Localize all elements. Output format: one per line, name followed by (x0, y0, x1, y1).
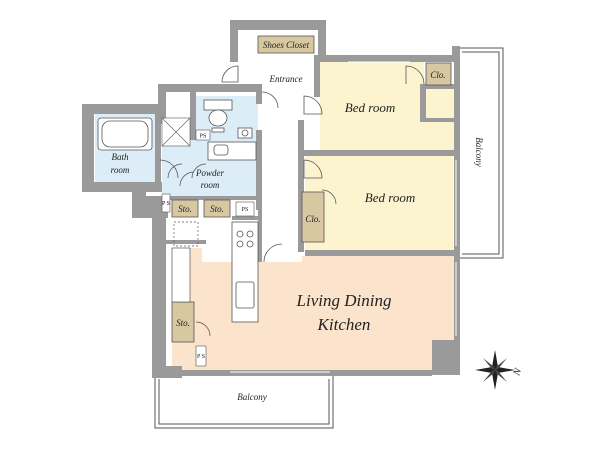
toilet-sink (237, 127, 253, 139)
balcony-bottom-label: Balcony (237, 392, 267, 402)
ldk-label-line1: Living Dining (296, 291, 392, 310)
bath-label-line2: room (111, 165, 130, 175)
kitchen-counter-left (171, 247, 191, 303)
vanity (207, 141, 257, 161)
pipe-spaces (161, 129, 255, 367)
shoes-closet-label: Shoes Closet (263, 40, 310, 50)
ldk-label-line2: Kitchen (317, 315, 371, 334)
bedroom-1-floor-b (424, 84, 454, 150)
windows (230, 61, 457, 373)
entrance-floor (258, 52, 320, 98)
bedroom-2-label: Bed room (365, 190, 415, 205)
fridge-space (173, 221, 199, 247)
closet-2: Clo. (301, 191, 325, 243)
balcony-right-label: Balcony (474, 137, 484, 167)
entrance-label: Entrance (269, 74, 303, 84)
ps-2-label: PS (242, 207, 249, 213)
ps-1-label: PS (200, 134, 207, 140)
powder-label-line2: room (201, 180, 220, 190)
closet-2-label: Clo. (305, 214, 320, 224)
storage-3: Sto. (171, 301, 195, 343)
balcony-right (458, 47, 504, 259)
storage-1: Sto. (171, 199, 199, 218)
hallway-floor (258, 86, 302, 262)
storage-2-label: Sto. (210, 204, 224, 214)
bath-label-line1: Bath (112, 152, 129, 162)
closet-1: Clo. (425, 62, 452, 86)
bathtub (97, 117, 153, 151)
storage-3-label: Sto. (176, 318, 190, 328)
balcony-bottom (154, 375, 334, 429)
compass-north-label: N (511, 366, 524, 378)
ps-4-label: P S (197, 354, 205, 360)
storage-2: Sto. (203, 199, 231, 218)
storage-1-label: Sto. (178, 204, 192, 214)
shoes-closet: Shoes Closet (257, 35, 315, 54)
closet-1-label: Clo. (430, 70, 445, 80)
walls (82, 20, 460, 378)
bedroom-1-label: Bed room (345, 100, 395, 115)
kitchen-counter (231, 221, 259, 323)
shower-area (161, 117, 191, 147)
bedroom-2-floor (305, 156, 453, 250)
powder-label-line1: Powder (195, 168, 224, 178)
compass-icon: N (475, 350, 525, 390)
toilet (203, 99, 233, 133)
bedroom-1-floor (320, 62, 424, 150)
ps-3-label: P S (162, 201, 170, 207)
doors (159, 65, 425, 337)
